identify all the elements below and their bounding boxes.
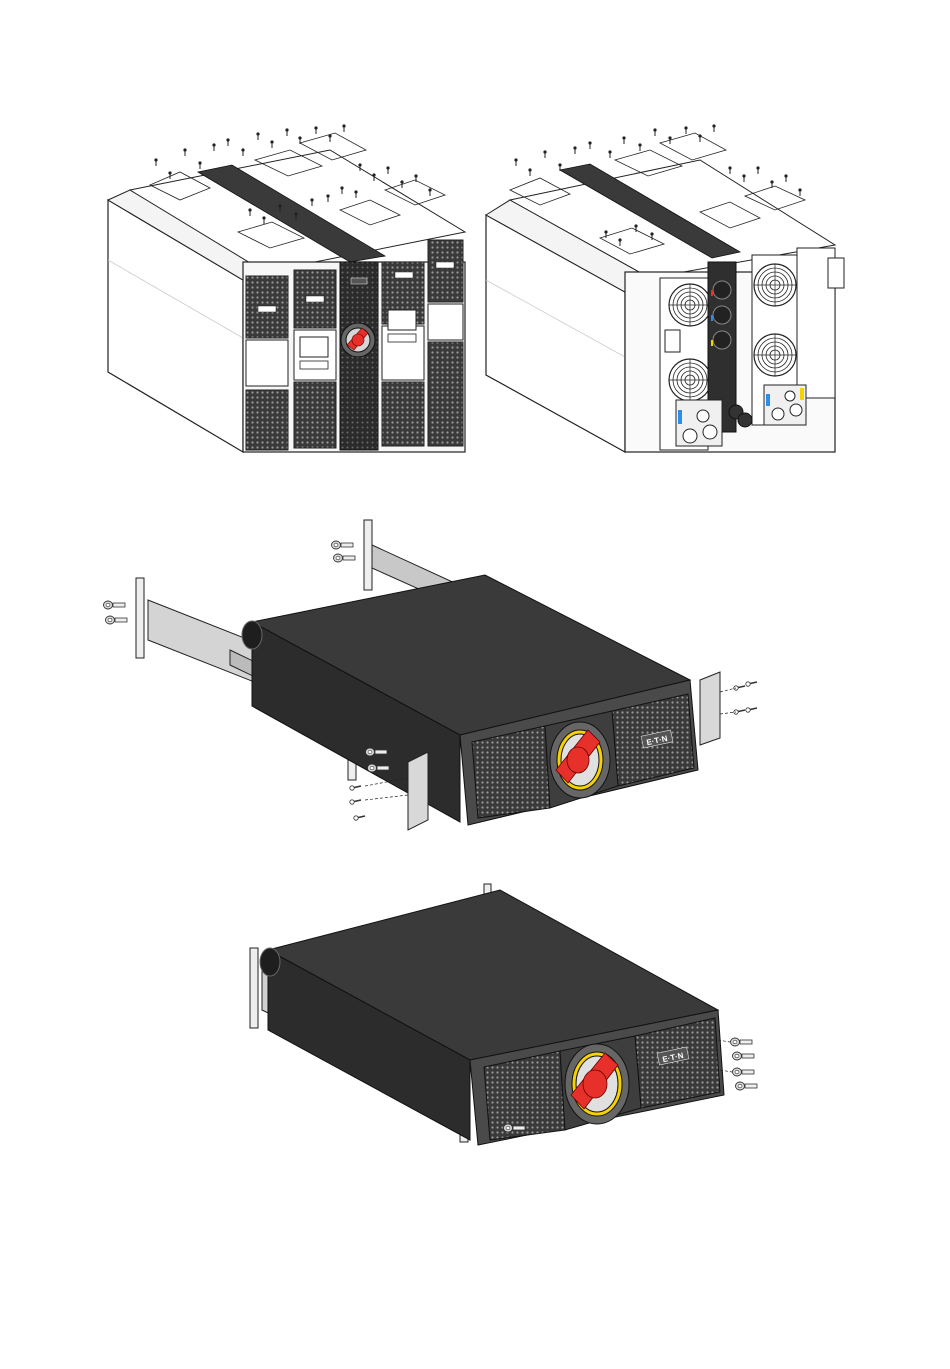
modules-rear-view — [486, 124, 844, 452]
rack-rails-install: E·T·N — [104, 520, 758, 830]
modules-front-view — [108, 124, 465, 452]
rack-mounted-unit: E·T·N — [250, 884, 757, 1145]
